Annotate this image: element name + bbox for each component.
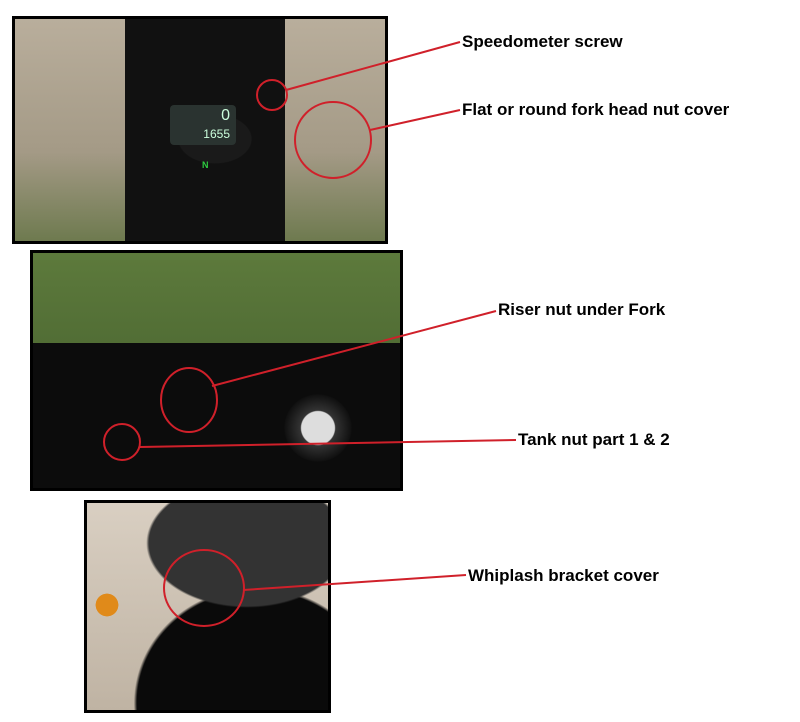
callout-circle-whiplash-bracket <box>163 549 245 627</box>
label-whiplash-bracket-cover: Whiplash bracket cover <box>468 566 659 585</box>
speedometer-display: 0 1655 <box>170 105 236 145</box>
label-tank-nut: Tank nut part 1 & 2 <box>518 430 670 449</box>
callout-circle-fork-head-nut <box>294 101 372 179</box>
callout-circle-riser-nut <box>160 367 218 433</box>
callout-line-whiplash-bracket <box>242 574 467 591</box>
callout-circle-speedometer-screw <box>256 79 288 111</box>
handlebar-speedometer-photo: 0 1655 N <box>12 16 388 244</box>
callout-line-speedometer-screw <box>285 41 461 91</box>
label-riser-nut: Riser nut under Fork <box>498 300 666 319</box>
rear-fender-photo <box>84 500 331 713</box>
gear-indicator: N <box>202 160 209 170</box>
callout-line-tank-nut <box>139 439 517 448</box>
callout-circle-tank-nut <box>103 423 141 461</box>
label-fork-head-nut-cover: Flat or round fork head nut cover <box>462 100 730 119</box>
callout-line-fork-head-nut <box>369 109 461 131</box>
speed-reading: 0 <box>221 107 230 124</box>
odometer-reading: 1655 <box>203 127 230 141</box>
callout-line-riser-nut <box>211 310 497 387</box>
fork-riser-photo <box>30 250 403 491</box>
label-speedometer-screw: Speedometer screw <box>462 32 623 51</box>
